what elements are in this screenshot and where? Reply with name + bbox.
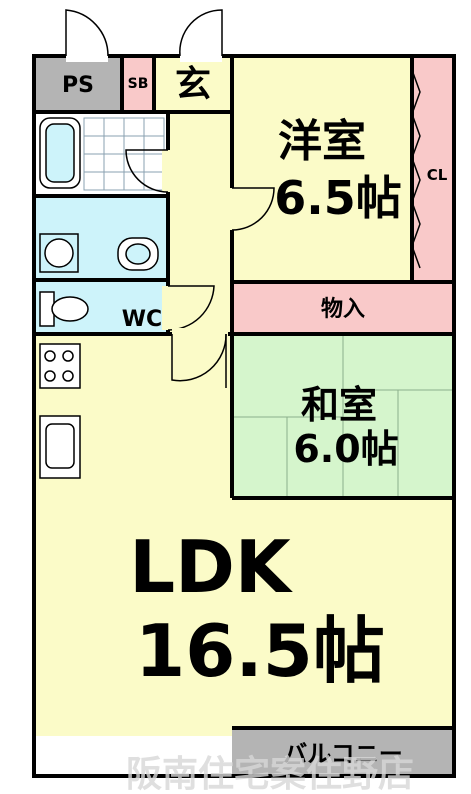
ldk-size: 16.5帖 bbox=[135, 609, 385, 693]
cl-label: CL bbox=[427, 166, 448, 184]
ps-label: PS bbox=[62, 73, 94, 98]
watermark: 阪南住宅案住野店 bbox=[126, 753, 414, 794]
bath-door-swing bbox=[125, 149, 169, 193]
ldk-label: LDK bbox=[129, 525, 293, 609]
sb-area bbox=[122, 56, 154, 110]
ps-area bbox=[34, 56, 122, 110]
wc-label: WC bbox=[122, 307, 162, 332]
stove-icon bbox=[39, 343, 81, 389]
front-door-swing bbox=[65, 9, 109, 57]
closet-folding-door bbox=[411, 69, 421, 269]
tatami-lines bbox=[232, 336, 454, 498]
monoire-area bbox=[232, 282, 454, 334]
room-labels: PS SB 玄 洋室 6.5帖 CL WC 物入 和室 6.0帖 LDK 16.… bbox=[62, 64, 448, 768]
yoshitsu-label: 洋室 bbox=[278, 116, 366, 167]
fixtures bbox=[39, 117, 159, 479]
washitsu-label: 和室 bbox=[301, 383, 377, 427]
doors bbox=[65, 9, 275, 388]
entry-door-swing bbox=[179, 9, 223, 57]
genkan-label: 玄 bbox=[175, 64, 211, 105]
sb-label: SB bbox=[128, 76, 149, 92]
washitsu-size: 6.0帖 bbox=[293, 427, 398, 471]
yoshitsu-door-swing bbox=[231, 187, 275, 231]
walls bbox=[32, 54, 456, 778]
monoire-label: 物入 bbox=[321, 296, 365, 322]
yoshitsu-size: 6.5帖 bbox=[274, 171, 402, 225]
balcony-label: バルコニー bbox=[283, 740, 403, 768]
ldk-door-swing bbox=[171, 333, 227, 382]
balcony-area bbox=[232, 728, 454, 776]
